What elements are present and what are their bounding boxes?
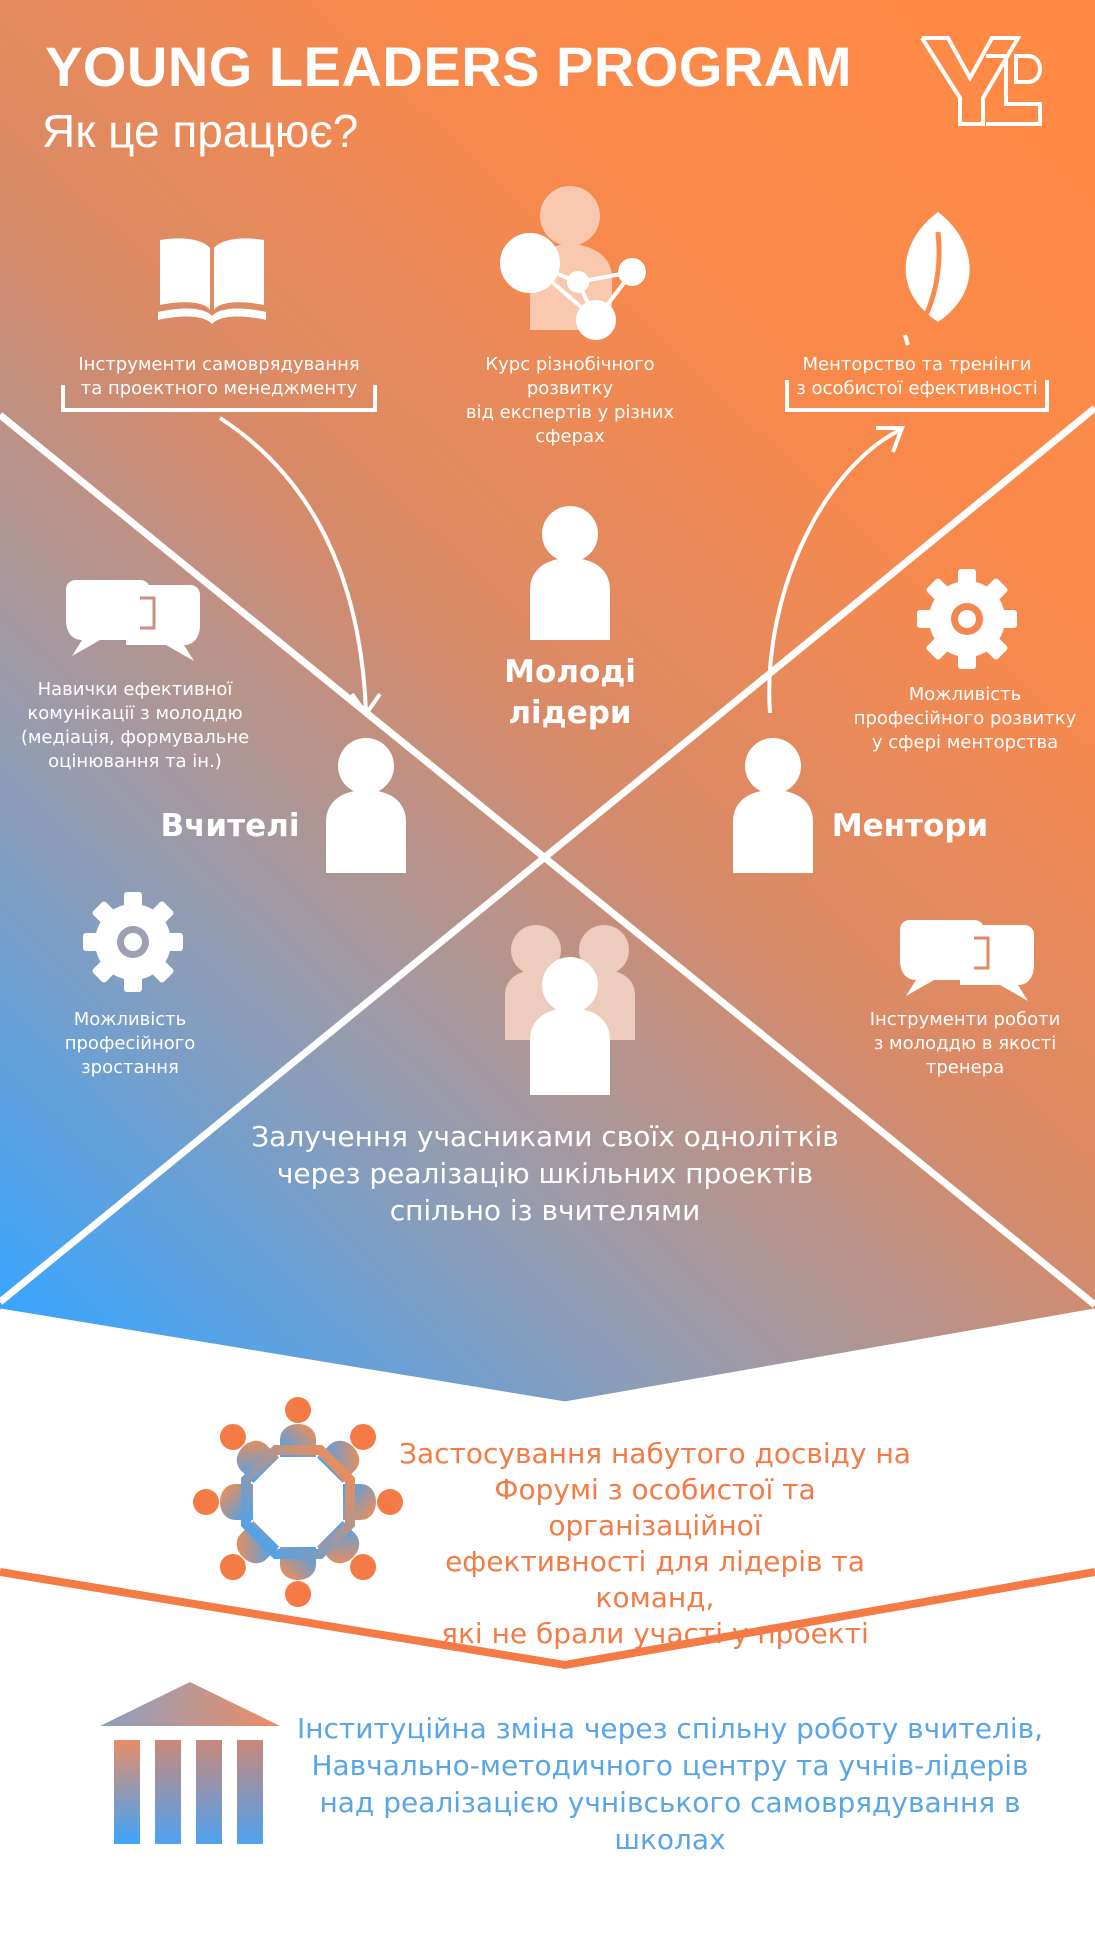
right-item-text-2: Інструменти роботи з молоддю в якості тр… xyxy=(869,1009,1061,1078)
page-title: YOUNG LEADERS PROGRAM xyxy=(45,35,852,98)
top-item-text-3: Менторство та тренінги з особистої ефект… xyxy=(796,354,1038,399)
top-item-text-2: Курс різнобічного розвитку від експертів… xyxy=(465,354,675,447)
speech-bubbles-icon xyxy=(900,920,1034,1001)
peer-engagement-text: Залучення учасниками своїх однолітків че… xyxy=(251,1120,839,1227)
building-icon xyxy=(100,1682,280,1844)
institutional-change-text: Інституційна зміна через спільну роботу … xyxy=(296,1712,1044,1856)
ylp-logo-icon xyxy=(920,36,1042,126)
person-icons xyxy=(326,506,813,873)
speech-bubbles-icon xyxy=(66,580,200,661)
left-item-text-1: Навички ефективної комунікації з молоддю… xyxy=(20,679,250,772)
role-label-teachers: Вчителі xyxy=(160,808,300,844)
page-subtitle: Як це працює? xyxy=(42,105,359,157)
section-divider xyxy=(0,1568,1095,1670)
team-ring-icon xyxy=(193,1397,403,1607)
text-brackets xyxy=(61,380,1049,412)
group-icon xyxy=(505,925,635,1095)
book-icon xyxy=(158,238,266,324)
forum-text: Застосування набутого досвіду на Форумі … xyxy=(399,1437,911,1650)
gear-icon xyxy=(917,569,1017,669)
left-item-text-2: Можливість професійного зростання xyxy=(64,1009,196,1078)
role-label-youth: Молоді лідери xyxy=(504,654,636,731)
role-label-mentors: Ментори xyxy=(831,808,989,844)
leaf-icon xyxy=(903,212,970,347)
gear-icon xyxy=(83,892,183,992)
top-item-text-1: Інструменти самоврядування та проектного… xyxy=(78,354,360,399)
diagonal-dividers xyxy=(0,405,1095,1409)
flow-arrows xyxy=(218,416,905,718)
network-person-icon xyxy=(500,186,646,340)
right-item-text-1: Можливість професійного розвитку у сфері… xyxy=(853,684,1077,753)
main-gradient-panel xyxy=(0,0,1095,1403)
